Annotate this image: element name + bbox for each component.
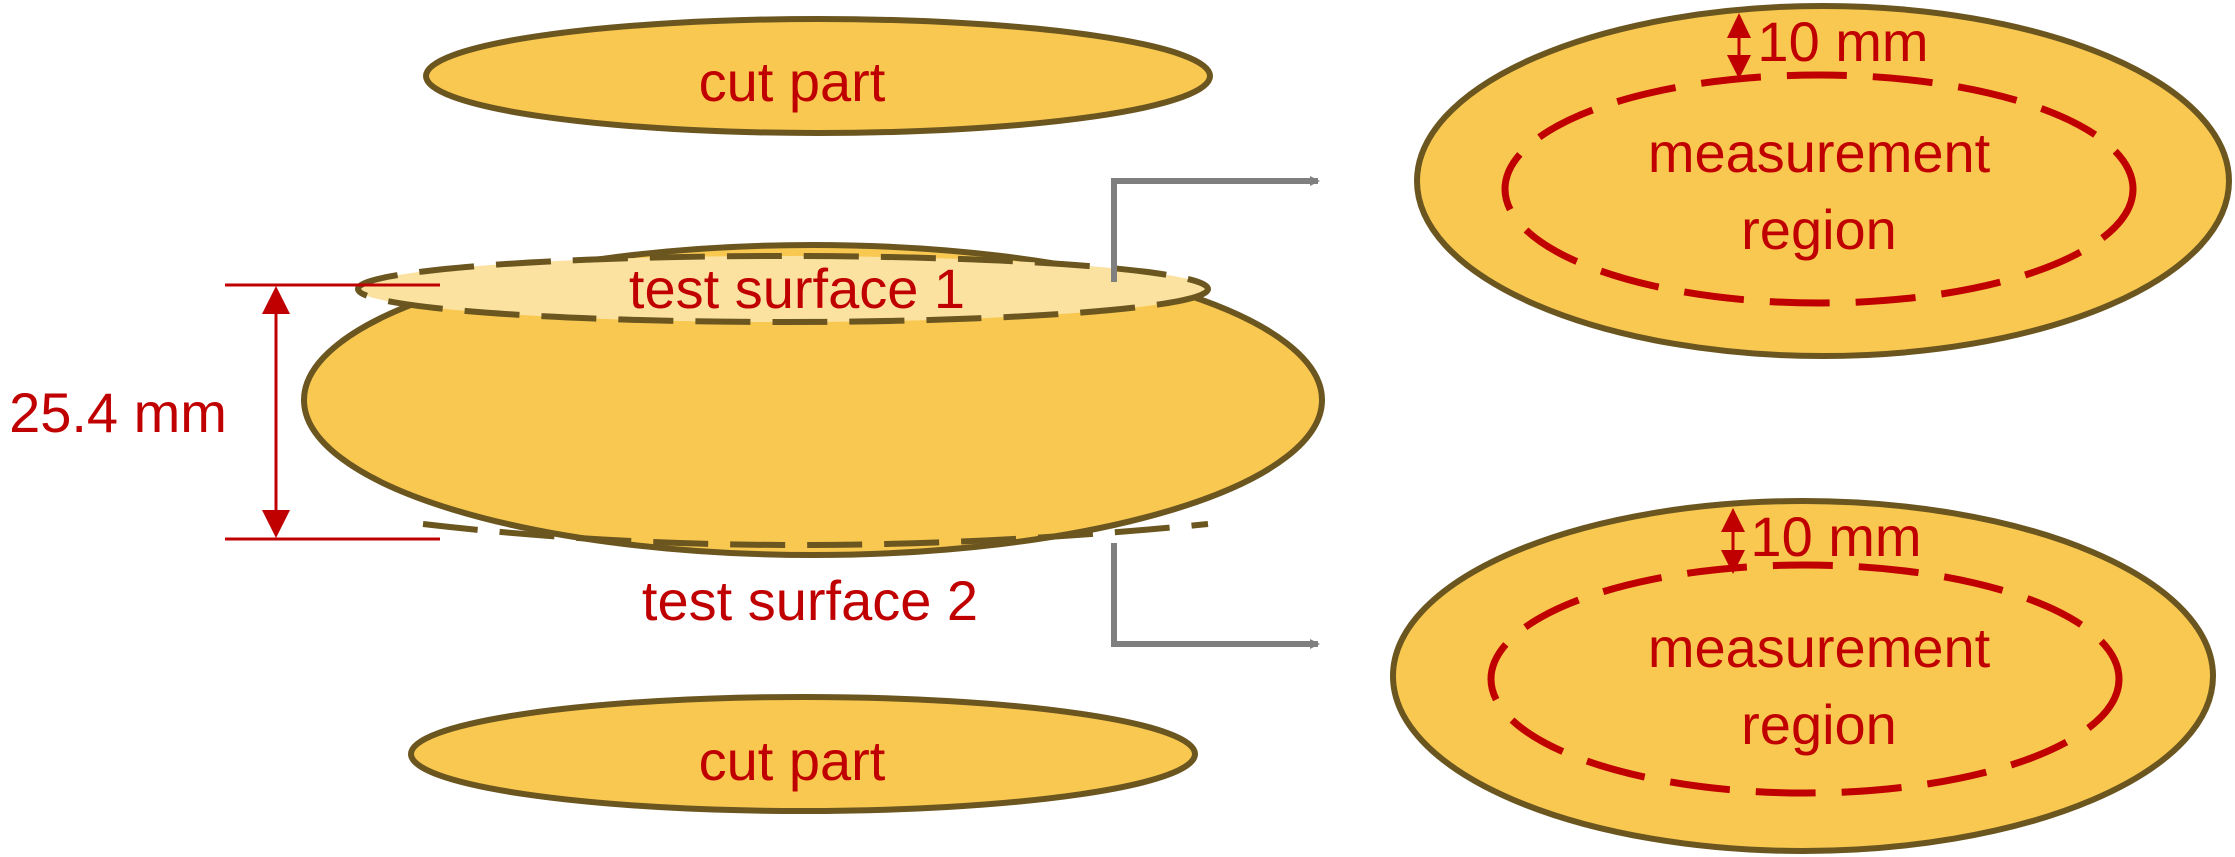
region-top-label-line1: measurement xyxy=(1648,121,1991,184)
test-surface-1-ellipse xyxy=(358,256,1208,322)
sample-cylinder: test surface 1 test surface 2 xyxy=(301,242,1325,632)
arrow-up-icon xyxy=(1727,13,1751,38)
region-bottom-label-line2: region xyxy=(1741,693,1897,756)
region-bottom-label-line1: measurement xyxy=(1648,616,1991,679)
arrow-up-icon xyxy=(262,286,290,314)
measurement-region-bottom-outline xyxy=(1487,561,2123,797)
connector-arrow-top xyxy=(1111,176,1320,282)
measurement-view-bottom: 10 mm measurement region xyxy=(1390,498,2216,854)
thickness-label: 25.4 mm xyxy=(9,381,227,444)
arrow-down-icon xyxy=(262,510,290,538)
test-surface-2-label: test surface 2 xyxy=(642,569,978,632)
cut-part-bottom: cut part xyxy=(408,694,1198,814)
cut-part-bottom-label: cut part xyxy=(699,729,886,792)
cut-part-top: cut part xyxy=(423,16,1213,136)
arrow-down-icon xyxy=(1727,55,1751,79)
cut-part-top-label: cut part xyxy=(699,50,886,113)
connector-arrow-bottom xyxy=(1111,543,1320,649)
offset-top-label: 10 mm xyxy=(1757,10,1928,73)
thickness-dimension: 25.4 mm xyxy=(9,283,440,541)
measurement-view-top: 10 mm measurement region xyxy=(1414,3,2232,359)
offset-bottom-label: 10 mm xyxy=(1750,505,1921,568)
measurement-region-top-outline xyxy=(1501,71,2137,307)
arrow-up-icon xyxy=(1721,508,1745,532)
arrow-down-icon xyxy=(1721,550,1745,574)
test-surface-2-outline xyxy=(422,521,1209,548)
test-surface-1-outline xyxy=(355,253,1211,325)
region-top-label-line2: region xyxy=(1741,198,1897,261)
test-surface-1-label: test surface 1 xyxy=(629,257,965,320)
